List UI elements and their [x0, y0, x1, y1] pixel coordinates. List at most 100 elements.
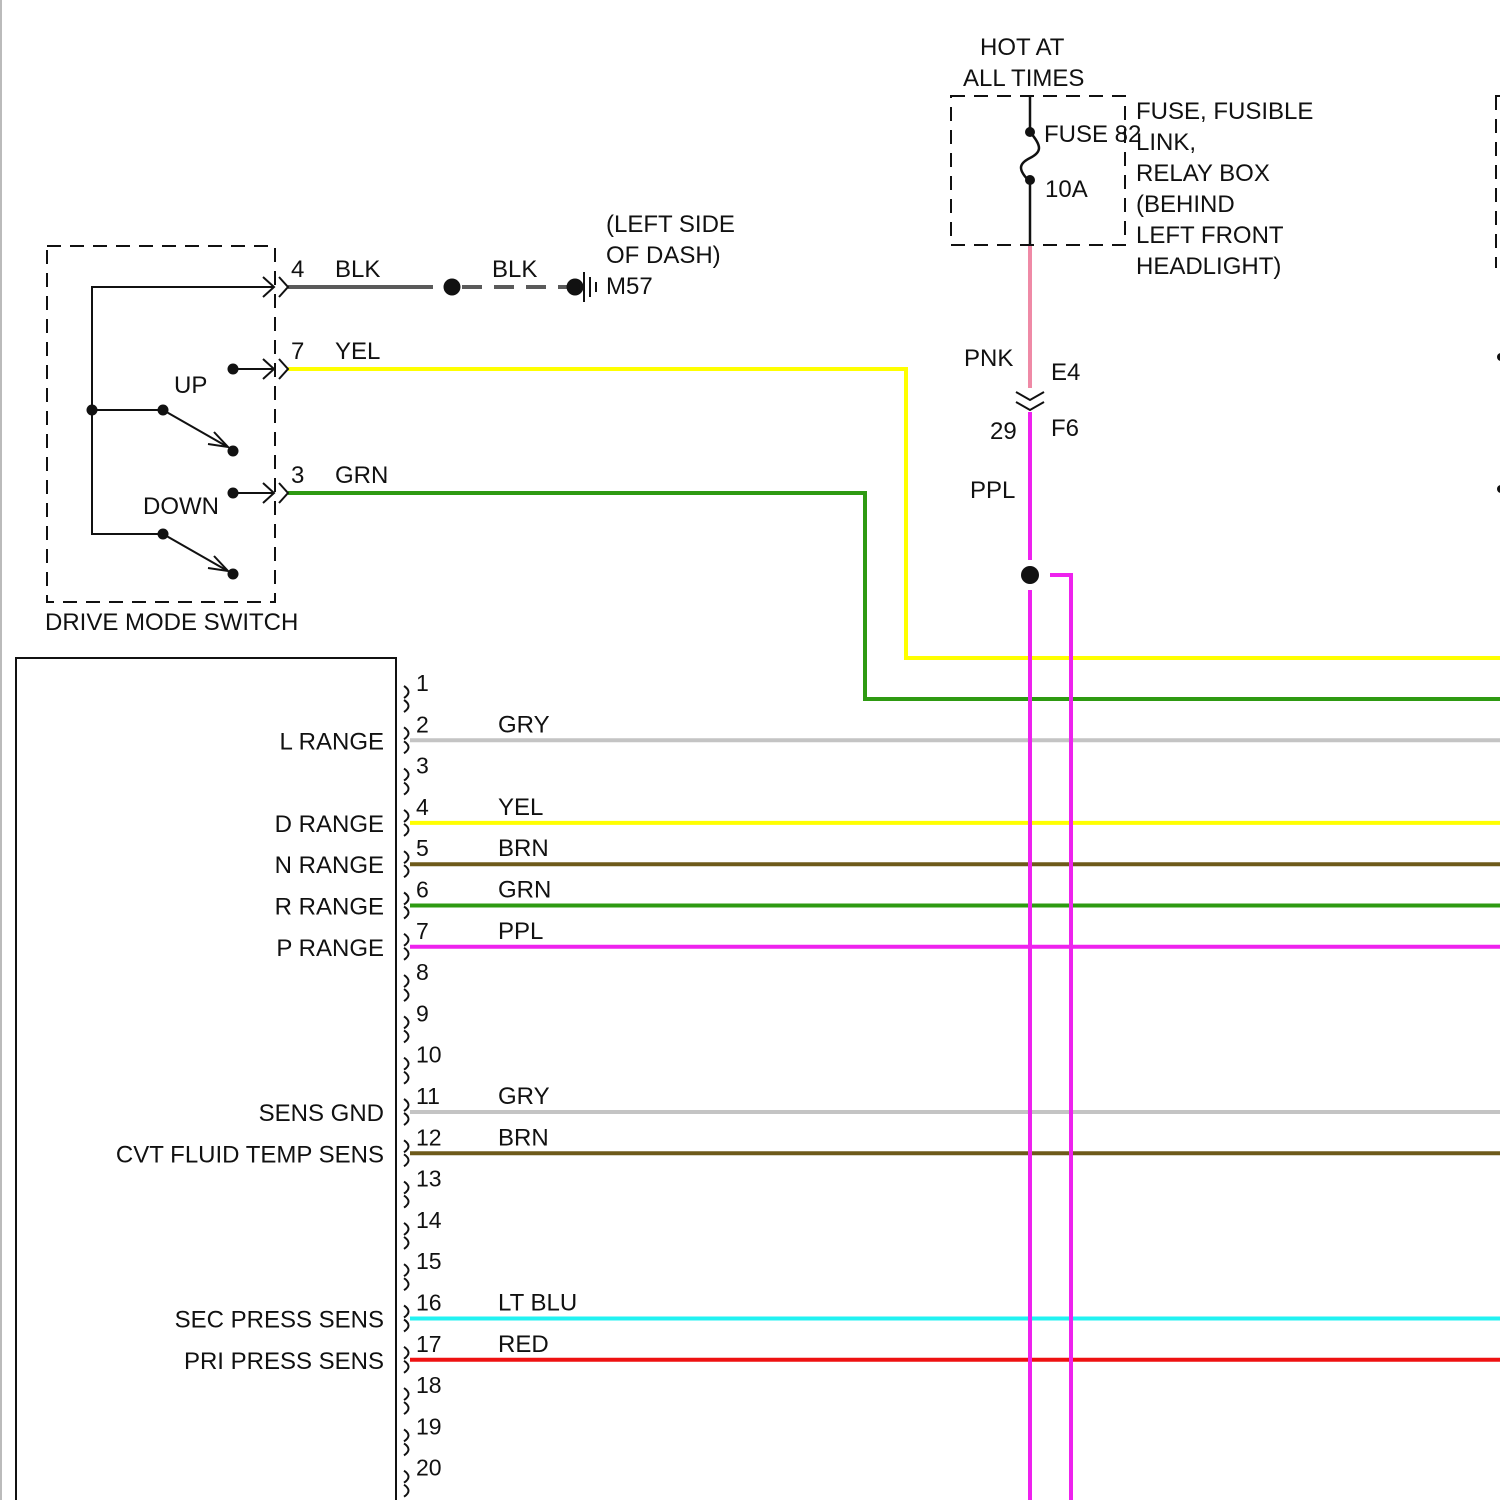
module-pin-function: CVT FLUID TEMP SENS [116, 1141, 384, 1168]
switch-pin-number: 3 [291, 462, 304, 489]
ground-location-line2: OF DASH) [606, 242, 721, 269]
pin-socket [404, 1182, 409, 1208]
module-pin-function: N RANGE [275, 852, 384, 879]
module-pin-18: 18 [404, 1372, 442, 1414]
pin-socket [404, 851, 409, 877]
down-switch-blade [163, 534, 226, 570]
pin-socket [404, 1099, 409, 1125]
pin-socket [404, 1471, 409, 1497]
module-wires [410, 740, 1500, 1360]
pin-socket [404, 686, 409, 712]
pin-socket [404, 769, 409, 795]
fuse-relay-box: HOT AT ALL TIMES FUSE 82 10A FUSE, FUSIB… [951, 34, 1313, 280]
fuse-name: FUSE 82 [1044, 121, 1141, 148]
up-switch-blade [163, 410, 226, 446]
box-label-line4: (BEHIND [1136, 191, 1235, 218]
inline-connector-e4-f6: PNK E4 29 F6 PPL [964, 345, 1080, 504]
module-wire-color: BRN [498, 1124, 549, 1151]
connector-pin-number: 29 [990, 418, 1017, 445]
module-pin-number: 7 [416, 918, 429, 944]
connector-bottom-id: F6 [1051, 415, 1079, 442]
drive-mode-switch: DRIVE MODE SWITCH UP DOWN 4 BLK [45, 246, 388, 636]
module-pin-function: PRI PRESS SENS [184, 1348, 384, 1375]
pin-socket [404, 810, 409, 836]
box-label-line2: LINK, [1136, 129, 1196, 156]
module-pin-number: 10 [416, 1042, 442, 1068]
ground-terminal [567, 279, 584, 296]
fuse-symbol [1021, 132, 1039, 182]
module-pin-1: 1 [404, 670, 429, 712]
module-pin-function: L RANGE [280, 728, 384, 755]
pin-socket [404, 1429, 409, 1455]
pin-socket [404, 1016, 409, 1042]
module-pin-3: 3 [404, 753, 429, 795]
fuse-terminal-bottom [1025, 175, 1035, 185]
down-switch-arrow [208, 556, 228, 571]
box-label-line3: RELAY BOX [1136, 160, 1270, 187]
module-pin-8: 8 [404, 959, 429, 1001]
switch-wires [288, 287, 1500, 699]
module-wire-color: PPL [498, 918, 543, 945]
module-pin-number: 6 [416, 877, 429, 903]
up-switch-arrow [208, 432, 228, 447]
hot-label-line2: ALL TIMES [963, 65, 1084, 92]
module-pin-number: 9 [416, 1000, 429, 1026]
module-pin-number: 3 [416, 753, 429, 779]
switch-pin-7: 7 YEL [263, 338, 380, 379]
module-pin-number: 4 [416, 794, 429, 820]
switch-common-node [87, 405, 98, 416]
pnk-wire-label: PNK [964, 345, 1013, 372]
switch-pin-4: 4 BLK [263, 256, 380, 297]
pin-socket [404, 1140, 409, 1166]
switch-pin-number: 4 [291, 256, 304, 283]
module-pin-number: 14 [416, 1207, 442, 1233]
module-pin-15: 15 [404, 1248, 442, 1290]
module-pin-function: SEC PRESS SENS [175, 1307, 384, 1334]
switch-wire-color: YEL [335, 338, 380, 365]
up-contact-terminal [228, 364, 239, 375]
module-pin-6: 6 R RANGE GRN [275, 877, 552, 921]
module-pin-number: 1 [416, 670, 429, 696]
blk-splice-color: BLK [492, 256, 537, 283]
hot-label-line1: HOT AT [980, 34, 1065, 61]
module-pin-13: 13 [404, 1166, 442, 1208]
fuse-box-outline [951, 96, 1125, 245]
switch-outline [47, 246, 275, 602]
module-pin-19: 19 [404, 1413, 442, 1455]
box-label-line6: HEADLIGHT) [1136, 253, 1281, 280]
module-pins: 12L RANGEGRY34D RANGEYEL5N RANGEBRN6R RA… [116, 670, 577, 1497]
module-pin-function: P RANGE [276, 935, 384, 962]
pin-socket [404, 727, 409, 753]
pin-socket [279, 483, 288, 503]
module-pin-20: 20 [404, 1455, 442, 1497]
module-pin-9: 9 [404, 1000, 429, 1042]
box-label-line5: LEFT FRONT [1136, 222, 1284, 249]
module-pin-function: R RANGE [275, 894, 384, 921]
pin-socket [279, 277, 288, 297]
up-switch-contact [228, 446, 239, 457]
switch-wire-color: BLK [335, 256, 380, 283]
ground-location-line1: (LEFT SIDE [606, 211, 735, 238]
switch-wire-color: GRN [335, 462, 388, 489]
module-pin-function: SENS GND [259, 1100, 384, 1127]
module-pin-number: 12 [416, 1124, 442, 1150]
module-pin-number: 17 [416, 1331, 442, 1357]
switch-grn-wire [288, 493, 1500, 699]
pin-socket [404, 934, 409, 960]
pin-socket [279, 359, 288, 379]
pin-socket [404, 1306, 409, 1332]
up-label: UP [174, 372, 207, 399]
module-pin-number: 20 [416, 1455, 442, 1481]
module-wire-color: LT BLU [498, 1290, 577, 1317]
box-label-line1: FUSE, FUSIBLE [1136, 98, 1313, 125]
module-wire-color: GRN [498, 877, 551, 904]
switch-yel-wire [288, 369, 1500, 658]
ground-m57: BLK (LEFT SIDE OF DASH) M57 [444, 211, 735, 302]
ppl-wire-label: PPL [970, 477, 1015, 504]
